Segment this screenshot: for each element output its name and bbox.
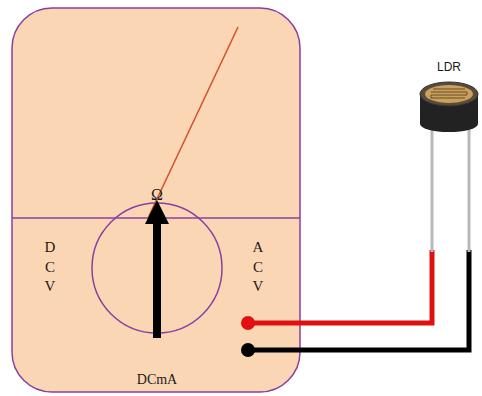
component-label: LDR <box>437 60 461 74</box>
black-terminal <box>241 343 255 357</box>
range-label: DCmA <box>137 372 177 388</box>
ldr-component <box>420 82 478 252</box>
meter-body <box>12 8 300 392</box>
black-wire <box>248 250 469 350</box>
range-label-vertical: D C V <box>43 238 58 297</box>
ldr-lead <box>468 125 471 252</box>
ldr-lead <box>431 125 434 252</box>
meter-needle <box>148 27 238 218</box>
selector-arrow-head <box>145 200 169 224</box>
ldr-face <box>420 82 478 106</box>
ldr-body-base <box>420 116 478 132</box>
range-label-vertical: A C V <box>251 238 266 297</box>
ldr-cell <box>425 85 473 103</box>
red-wire <box>248 250 432 323</box>
selector-arrow-shaft <box>153 222 161 338</box>
multimeter-body: Ω D C V A C V DCmA <box>12 8 300 392</box>
ldr-track <box>431 89 467 98</box>
red-terminal <box>241 316 255 330</box>
range-label: Ω <box>151 186 163 204</box>
